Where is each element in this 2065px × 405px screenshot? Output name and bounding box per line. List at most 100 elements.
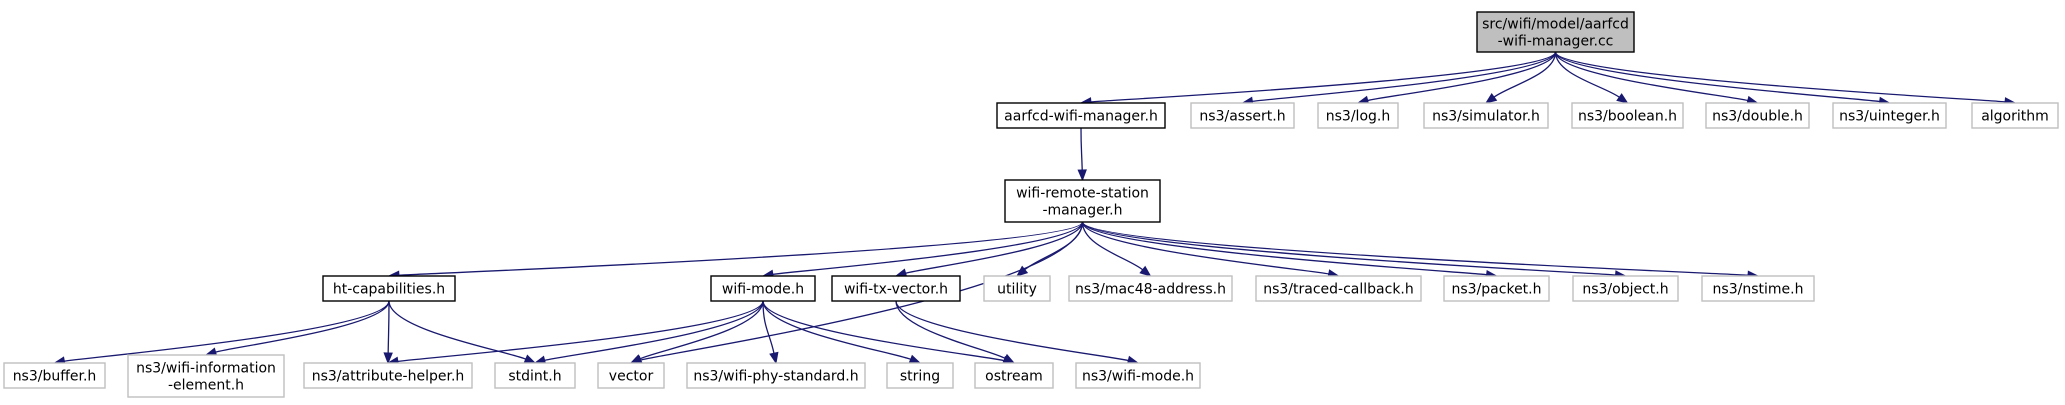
edge-arrowhead xyxy=(1484,92,1498,104)
node-label: -wifi-manager.cc xyxy=(1498,34,1614,50)
edge-aarfcd-wifi-manager-h-to-wifi-remote-station-manager-h xyxy=(1077,127,1087,182)
node-label: wifi-remote-station xyxy=(1016,186,1149,202)
edge-line xyxy=(895,300,1129,362)
node-label: ns3/mac48-address.h xyxy=(1075,282,1226,298)
edge-line xyxy=(762,300,911,360)
node-ostream: ostream xyxy=(974,362,1054,389)
edge-ht-capabilities-h-to-ns3-wifi-information-element-h xyxy=(204,300,390,357)
node-label: -element.h xyxy=(168,378,244,394)
edge-arrowhead xyxy=(1139,265,1152,277)
edge-line xyxy=(639,300,764,360)
node-box xyxy=(1255,275,1422,302)
node-label: ns3/wifi-information xyxy=(136,361,276,377)
node-ns3-boolean-h: ns3/boolean.h xyxy=(1571,102,1684,129)
node-box xyxy=(1705,102,1810,129)
edge-line xyxy=(1081,221,1329,275)
edge-line xyxy=(1081,221,1144,271)
edge-line xyxy=(1081,221,1487,276)
node-label: algorithm xyxy=(1981,109,2049,125)
node-box xyxy=(831,275,961,302)
edge-line xyxy=(215,300,390,353)
edge-wifi-tx-vector-h-to-ostream xyxy=(895,300,1016,364)
node-label: -manager.h xyxy=(1042,203,1122,219)
node-label: stdint.h xyxy=(508,369,561,385)
node-wifi-tx-vector-h[interactable]: wifi-tx-vector.h xyxy=(831,275,961,302)
node-wifi-mode-h[interactable]: wifi-mode.h xyxy=(710,275,816,302)
node-box xyxy=(886,362,954,389)
edge-line xyxy=(1024,221,1084,271)
edge-line xyxy=(1090,51,1557,103)
edge-wifi-mode-h-to-ns3-attribute-helper-h xyxy=(386,300,764,366)
node-box xyxy=(1075,362,1201,389)
node-ns3-double-h: ns3/double.h xyxy=(1705,102,1810,129)
edge-root-to-ns3-assert-h xyxy=(1241,51,1557,106)
node-label: aarfcd-wifi-manager.h xyxy=(1004,109,1158,125)
node-label: ns3/packet.h xyxy=(1452,282,1542,298)
node-ns3-assert-h: ns3/assert.h xyxy=(1190,102,1295,129)
edge-root-to-ns3-uinteger-h xyxy=(1554,51,1891,107)
node-ns3-wifi-phy-standard-h: ns3/wifi-phy-standard.h xyxy=(686,362,866,389)
node-label: vector xyxy=(609,369,654,385)
node-label: ns3/traced-callback.h xyxy=(1263,282,1414,298)
node-aarfcd-wifi-manager-h[interactable]: aarfcd-wifi-manager.h xyxy=(996,102,1166,129)
edge-line xyxy=(1252,51,1557,103)
node-label: ns3/boolean.h xyxy=(1578,109,1677,125)
node-box xyxy=(996,102,1166,129)
edge-line xyxy=(1554,51,1880,103)
node-label: ht-capabilities.h xyxy=(333,282,445,298)
node-box xyxy=(1068,275,1233,302)
edge-line xyxy=(762,300,1005,362)
node-ht-capabilities-h[interactable]: ht-capabilities.h xyxy=(322,275,456,302)
node-box xyxy=(710,275,816,302)
edge-line xyxy=(1554,51,1748,102)
node-box xyxy=(1443,275,1550,302)
node-box xyxy=(1004,179,1161,223)
edge-root-to-ns3-boolean-h xyxy=(1554,51,1629,104)
node-label: ns3/simulator.h xyxy=(1432,109,1540,125)
edge-line xyxy=(64,300,390,362)
node-ns3-packet-h: ns3/packet.h xyxy=(1443,275,1550,302)
node-label: ns3/assert.h xyxy=(1199,109,1285,125)
edge-arrowhead xyxy=(629,354,643,364)
node-box xyxy=(686,362,866,389)
node-label: ns3/wifi-phy-standard.h xyxy=(693,369,858,385)
edge-ht-capabilities-h-to-ns3-attribute-helper-h xyxy=(383,300,393,365)
node-box xyxy=(303,362,473,389)
node-ns3-traced-callback-h: ns3/traced-callback.h xyxy=(1255,275,1422,302)
edge-arrowhead xyxy=(1015,265,1029,277)
edge-line xyxy=(397,300,764,363)
edge-line xyxy=(895,300,1006,359)
edge-arrowhead xyxy=(523,354,537,364)
node-ns3-wifi-mode-h: ns3/wifi-mode.h xyxy=(1075,362,1201,389)
edge-ht-capabilities-h-to-stdint-h xyxy=(388,300,537,364)
node-box xyxy=(983,275,1051,302)
node-root[interactable]: src/wifi/model/aarfcd-wifi-manager.cc xyxy=(1476,11,1635,53)
node-ns3-uinteger-h: ns3/uinteger.h xyxy=(1832,102,1947,129)
node-box xyxy=(1571,102,1684,129)
edge-line xyxy=(544,300,764,362)
node-vector: vector xyxy=(597,362,665,389)
node-box xyxy=(1476,11,1635,53)
edge-line xyxy=(1493,51,1557,98)
node-label: wifi-mode.h xyxy=(722,282,804,298)
node-box xyxy=(1190,102,1295,129)
edge-line xyxy=(398,221,1084,276)
node-ns3-object-h: ns3/object.h xyxy=(1572,275,1679,302)
node-box xyxy=(494,362,576,389)
node-algorithm: algorithm xyxy=(1971,102,2059,129)
edge-line xyxy=(1081,221,1749,276)
node-box xyxy=(322,275,456,302)
node-ns3-attribute-helper-h: ns3/attribute-helper.h xyxy=(303,362,473,389)
node-box xyxy=(1572,275,1679,302)
node-box xyxy=(1423,102,1549,129)
nodes-layer: src/wifi/model/aarfcd-wifi-manager.cc aar… xyxy=(3,11,2059,398)
edge-arrowhead xyxy=(383,352,393,365)
edge-line xyxy=(905,221,1084,274)
edge-line xyxy=(1080,127,1083,171)
edge-line xyxy=(1554,51,1620,98)
node-label: ns3/double.h xyxy=(1712,109,1803,125)
node-label: ns3/nstime.h xyxy=(1713,282,1804,298)
node-label: ns3/buffer.h xyxy=(13,369,97,385)
node-wifi-remote-station-manager-h[interactable]: wifi-remote-station-manager.h xyxy=(1004,179,1161,223)
